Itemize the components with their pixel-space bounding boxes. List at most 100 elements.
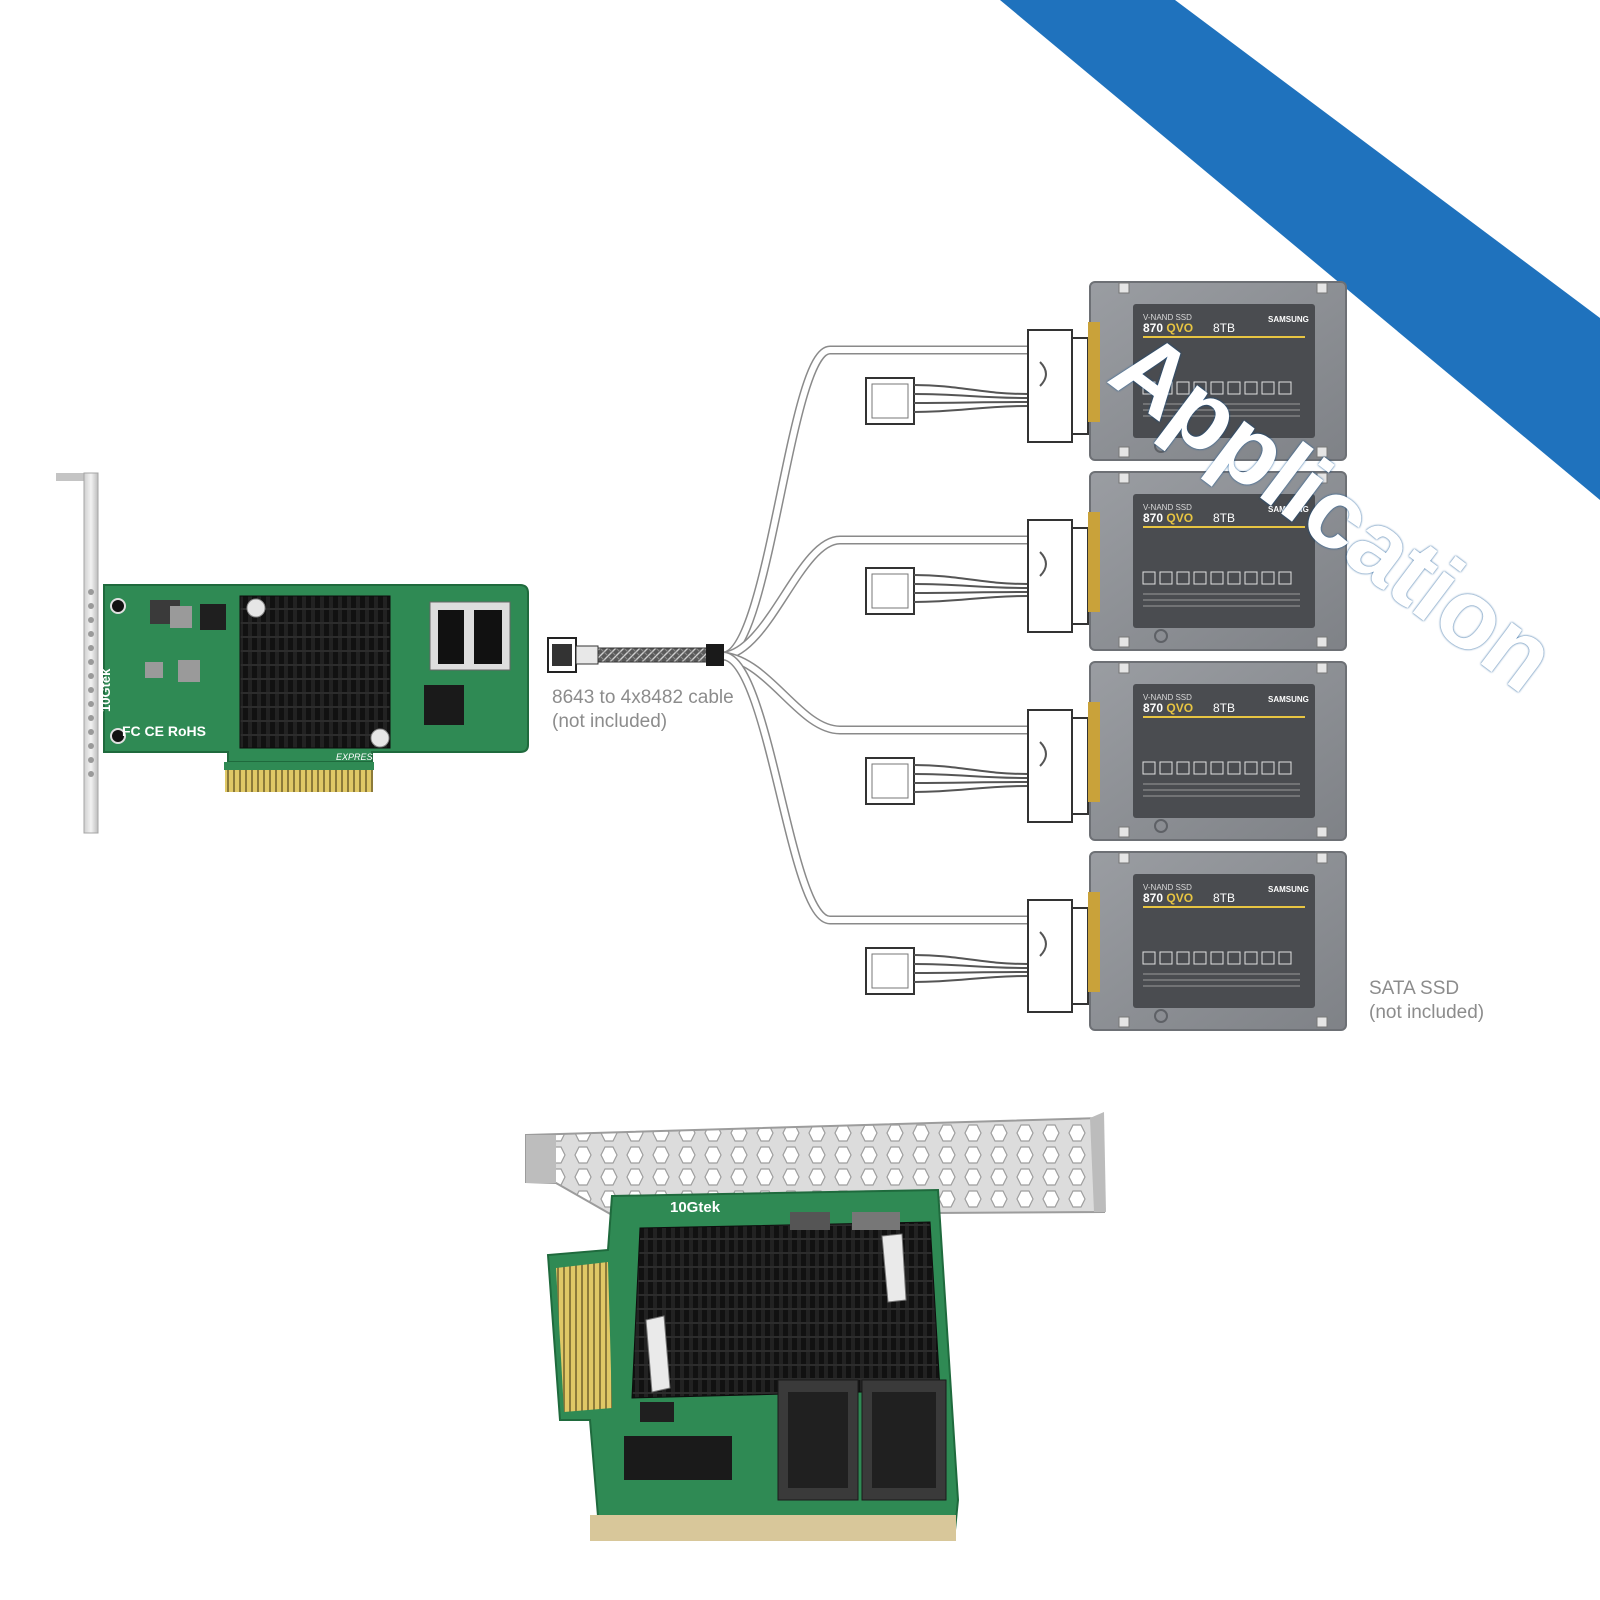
ssd-regulatory-icon — [1278, 761, 1292, 775]
pcie-gold-fingers-angled — [556, 1262, 612, 1412]
ssd-regulatory-icon — [1227, 381, 1241, 395]
ssd-screw — [1154, 629, 1168, 643]
ssd-screw — [1154, 819, 1168, 833]
sata-connector-lip — [1071, 527, 1089, 625]
ssd-mount-tab — [1118, 472, 1130, 484]
ssd-regulatory-icon — [1176, 761, 1190, 775]
power-wire — [913, 595, 1029, 603]
spring-screw-left — [645, 1315, 671, 1393]
heatsink-screw-top — [246, 598, 266, 618]
spring-screw-right — [881, 1233, 907, 1303]
card-cert-marks: FC CE RoHS — [122, 723, 206, 739]
ssd-mount-tab — [1316, 662, 1328, 674]
ssd-screw — [1154, 1009, 1168, 1023]
bracket-edge — [1090, 1112, 1106, 1212]
ssd-brand: SAMSUNG — [1268, 885, 1309, 894]
ssd-mount-tab — [1316, 1016, 1328, 1028]
ssd-regulatory-icon — [1210, 761, 1224, 775]
ssd-mount-tab — [1118, 1016, 1130, 1028]
heatsink-screw-bottom — [370, 728, 390, 748]
ssd-capacity: 8TB — [1213, 891, 1235, 905]
ssd-brand: SAMSUNG — [1268, 695, 1309, 704]
ssd-regulatory-icon — [1142, 381, 1156, 395]
card-bracket — [83, 472, 99, 834]
ssd-regulatory-icon — [1142, 571, 1156, 585]
power-plug — [865, 567, 915, 615]
sata-latch — [1039, 741, 1047, 767]
ssd-mount-tab — [1316, 282, 1328, 294]
card-bracket-tab — [56, 473, 96, 481]
ssd-regulatory-icon — [1244, 381, 1258, 395]
ssd-model-small: V-NAND SSD — [1143, 503, 1192, 512]
power-plug-face — [871, 953, 909, 989]
power-wire — [913, 764, 1029, 775]
sata-connector-housing — [1027, 329, 1073, 443]
power-plug-face — [871, 763, 909, 799]
ssd-regulatory-icon — [1278, 951, 1292, 965]
regulator — [200, 604, 226, 630]
ssd-mount-tab — [1316, 446, 1328, 458]
ssd-capacity: 8TB — [1213, 701, 1235, 715]
ssd-regulatory-icon — [1278, 381, 1292, 395]
ssd-regulatory-icon — [1142, 951, 1156, 965]
hba-card-angled-view: 10Gtek — [525, 1112, 1106, 1541]
ssd-model: 870 QVO — [1143, 891, 1193, 905]
bracket-tab — [526, 1135, 556, 1183]
ssd-regulatory-icon — [1159, 381, 1173, 395]
sata-connector-housing — [1027, 709, 1073, 823]
power-wire — [913, 975, 1029, 983]
inductor-2 — [170, 606, 192, 628]
controller-chip — [424, 685, 464, 725]
sata-connector-housing — [1027, 899, 1073, 1013]
ssd-capacity: 8TB — [1213, 511, 1235, 525]
ssd-brand: SAMSUNG — [1268, 315, 1309, 324]
sata-connector-lip — [1071, 907, 1089, 1005]
ssd-regulatory-icon — [1261, 761, 1275, 775]
ssd-regulatory-icon — [1159, 761, 1173, 775]
ssd-screw — [1154, 439, 1168, 453]
inductor-4 — [145, 662, 163, 678]
cable-caption: 8643 to 4x8482 cable (not included) — [552, 686, 734, 734]
sff8643-plug-boot — [575, 645, 599, 665]
ssd-regulatory-icon — [1176, 571, 1190, 585]
ssd-regulatory-icon — [1159, 951, 1173, 965]
ssd-regulatory-icon — [1210, 571, 1224, 585]
minisas-port-2 — [474, 610, 502, 664]
sff8643-plug-face — [552, 644, 572, 666]
ssd-sata-pins — [1088, 512, 1100, 612]
ssd-regulatory-icon — [1261, 381, 1275, 395]
cable-caption-line1: 8643 to 4x8482 cable — [552, 687, 734, 708]
power-plug-face — [871, 573, 909, 609]
power-wire — [913, 971, 1029, 974]
ssd-regulatory-icon — [1193, 951, 1207, 965]
smd-block-2 — [852, 1212, 900, 1230]
pcie-gold-fingers — [225, 768, 373, 792]
ssd-regulatory-icon — [1210, 951, 1224, 965]
power-wire — [913, 785, 1029, 793]
power-plug — [865, 377, 915, 425]
ssd-mount-tab — [1118, 826, 1130, 838]
power-wire — [913, 781, 1029, 784]
ssd-model: 870 QVO — [1143, 511, 1193, 525]
controller-chip-bottom — [624, 1436, 732, 1480]
ssd-brand: SAMSUNG — [1268, 505, 1309, 514]
sata-latch — [1039, 361, 1047, 387]
ssd-regulatory-icon — [1244, 761, 1258, 775]
ssd-regulatory-icon — [1227, 951, 1241, 965]
ssd-regulatory-icon — [1193, 761, 1207, 775]
ssd-caption: SATA SSD (not included) — [1369, 977, 1484, 1025]
ssd-regulatory-icon — [1142, 761, 1156, 775]
banner-ribbon — [1000, 0, 1600, 500]
card-express-mark: EXPRESS — [336, 752, 379, 762]
ssd-mount-tab — [1316, 852, 1328, 864]
sata-latch — [1039, 931, 1047, 957]
cable-caption-line2: (not included) — [552, 711, 668, 732]
power-wire — [913, 583, 1029, 589]
ssd-regulatory-icon — [1261, 951, 1275, 965]
sata-latch — [1039, 551, 1047, 577]
ssd-mount-tab — [1316, 636, 1328, 648]
ssd-caption-line2: (not included) — [1369, 1002, 1485, 1023]
